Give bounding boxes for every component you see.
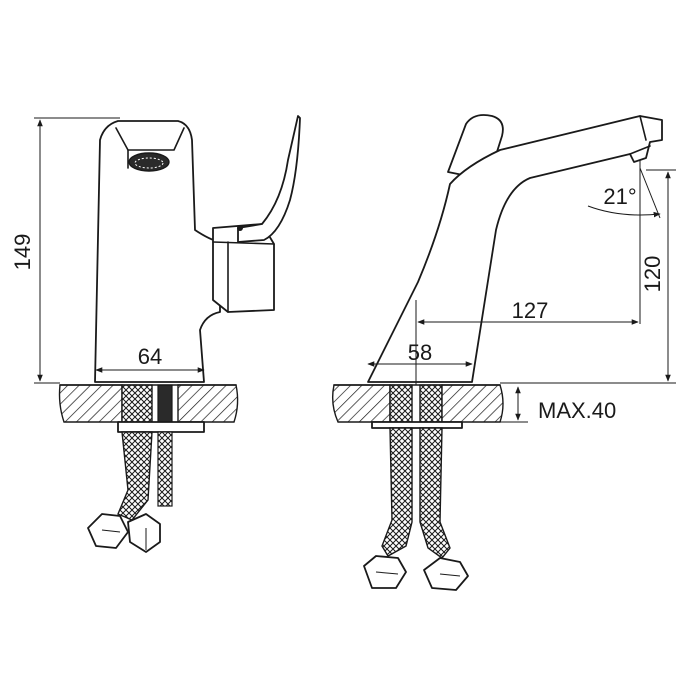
dim-base-front-label: 64 <box>138 344 162 369</box>
front-aerator-inner <box>134 157 164 169</box>
front-nut-facet-1 <box>101 529 121 533</box>
dim-angle-ray <box>639 167 661 219</box>
front-faucet-body <box>94 120 221 383</box>
front-washer <box>117 421 205 433</box>
side-hose-nut-left <box>363 555 407 589</box>
front-lever-handle <box>237 115 301 243</box>
dim-base-side-label: 58 <box>408 340 432 365</box>
side-hose-nut-right <box>423 557 469 591</box>
front-deck-left <box>58 384 123 423</box>
front-threaded-rod <box>157 431 173 507</box>
side-hose-right <box>419 427 451 559</box>
front-view: 149 64 <box>10 115 301 553</box>
front-deck-center-left <box>121 384 153 423</box>
dim-spout-height-label: 120 <box>640 256 665 293</box>
dim-angle-arc <box>587 205 661 218</box>
front-deck-center-bolt <box>157 384 173 423</box>
front-top-cap <box>115 127 185 151</box>
front-hose <box>117 431 153 521</box>
dim-max-label: MAX.40 <box>538 398 616 423</box>
front-hub-line <box>212 241 275 245</box>
front-hose-nut-right <box>127 513 161 553</box>
side-deck-hose-right <box>419 384 443 423</box>
front-handle-screw <box>237 225 243 231</box>
side-spout-edge <box>639 115 647 141</box>
dim-height-label: 149 <box>10 234 35 271</box>
dim-angle-label: 21° <box>603 184 636 209</box>
side-deck-hose-left <box>389 384 413 423</box>
side-nut-facet-1 <box>375 571 399 575</box>
dim-reach-label: 127 <box>512 298 549 323</box>
side-deck-right <box>441 384 504 423</box>
front-deck-right <box>177 384 239 423</box>
side-spout-tip <box>629 145 651 155</box>
side-deck-left <box>331 384 391 423</box>
side-view: 58 127 120 21° MAX.40 <box>331 114 676 591</box>
side-faucet-body <box>367 115 663 383</box>
side-nut-facet-2 <box>439 573 461 577</box>
side-washer <box>371 421 463 429</box>
side-hose-left <box>381 427 413 557</box>
